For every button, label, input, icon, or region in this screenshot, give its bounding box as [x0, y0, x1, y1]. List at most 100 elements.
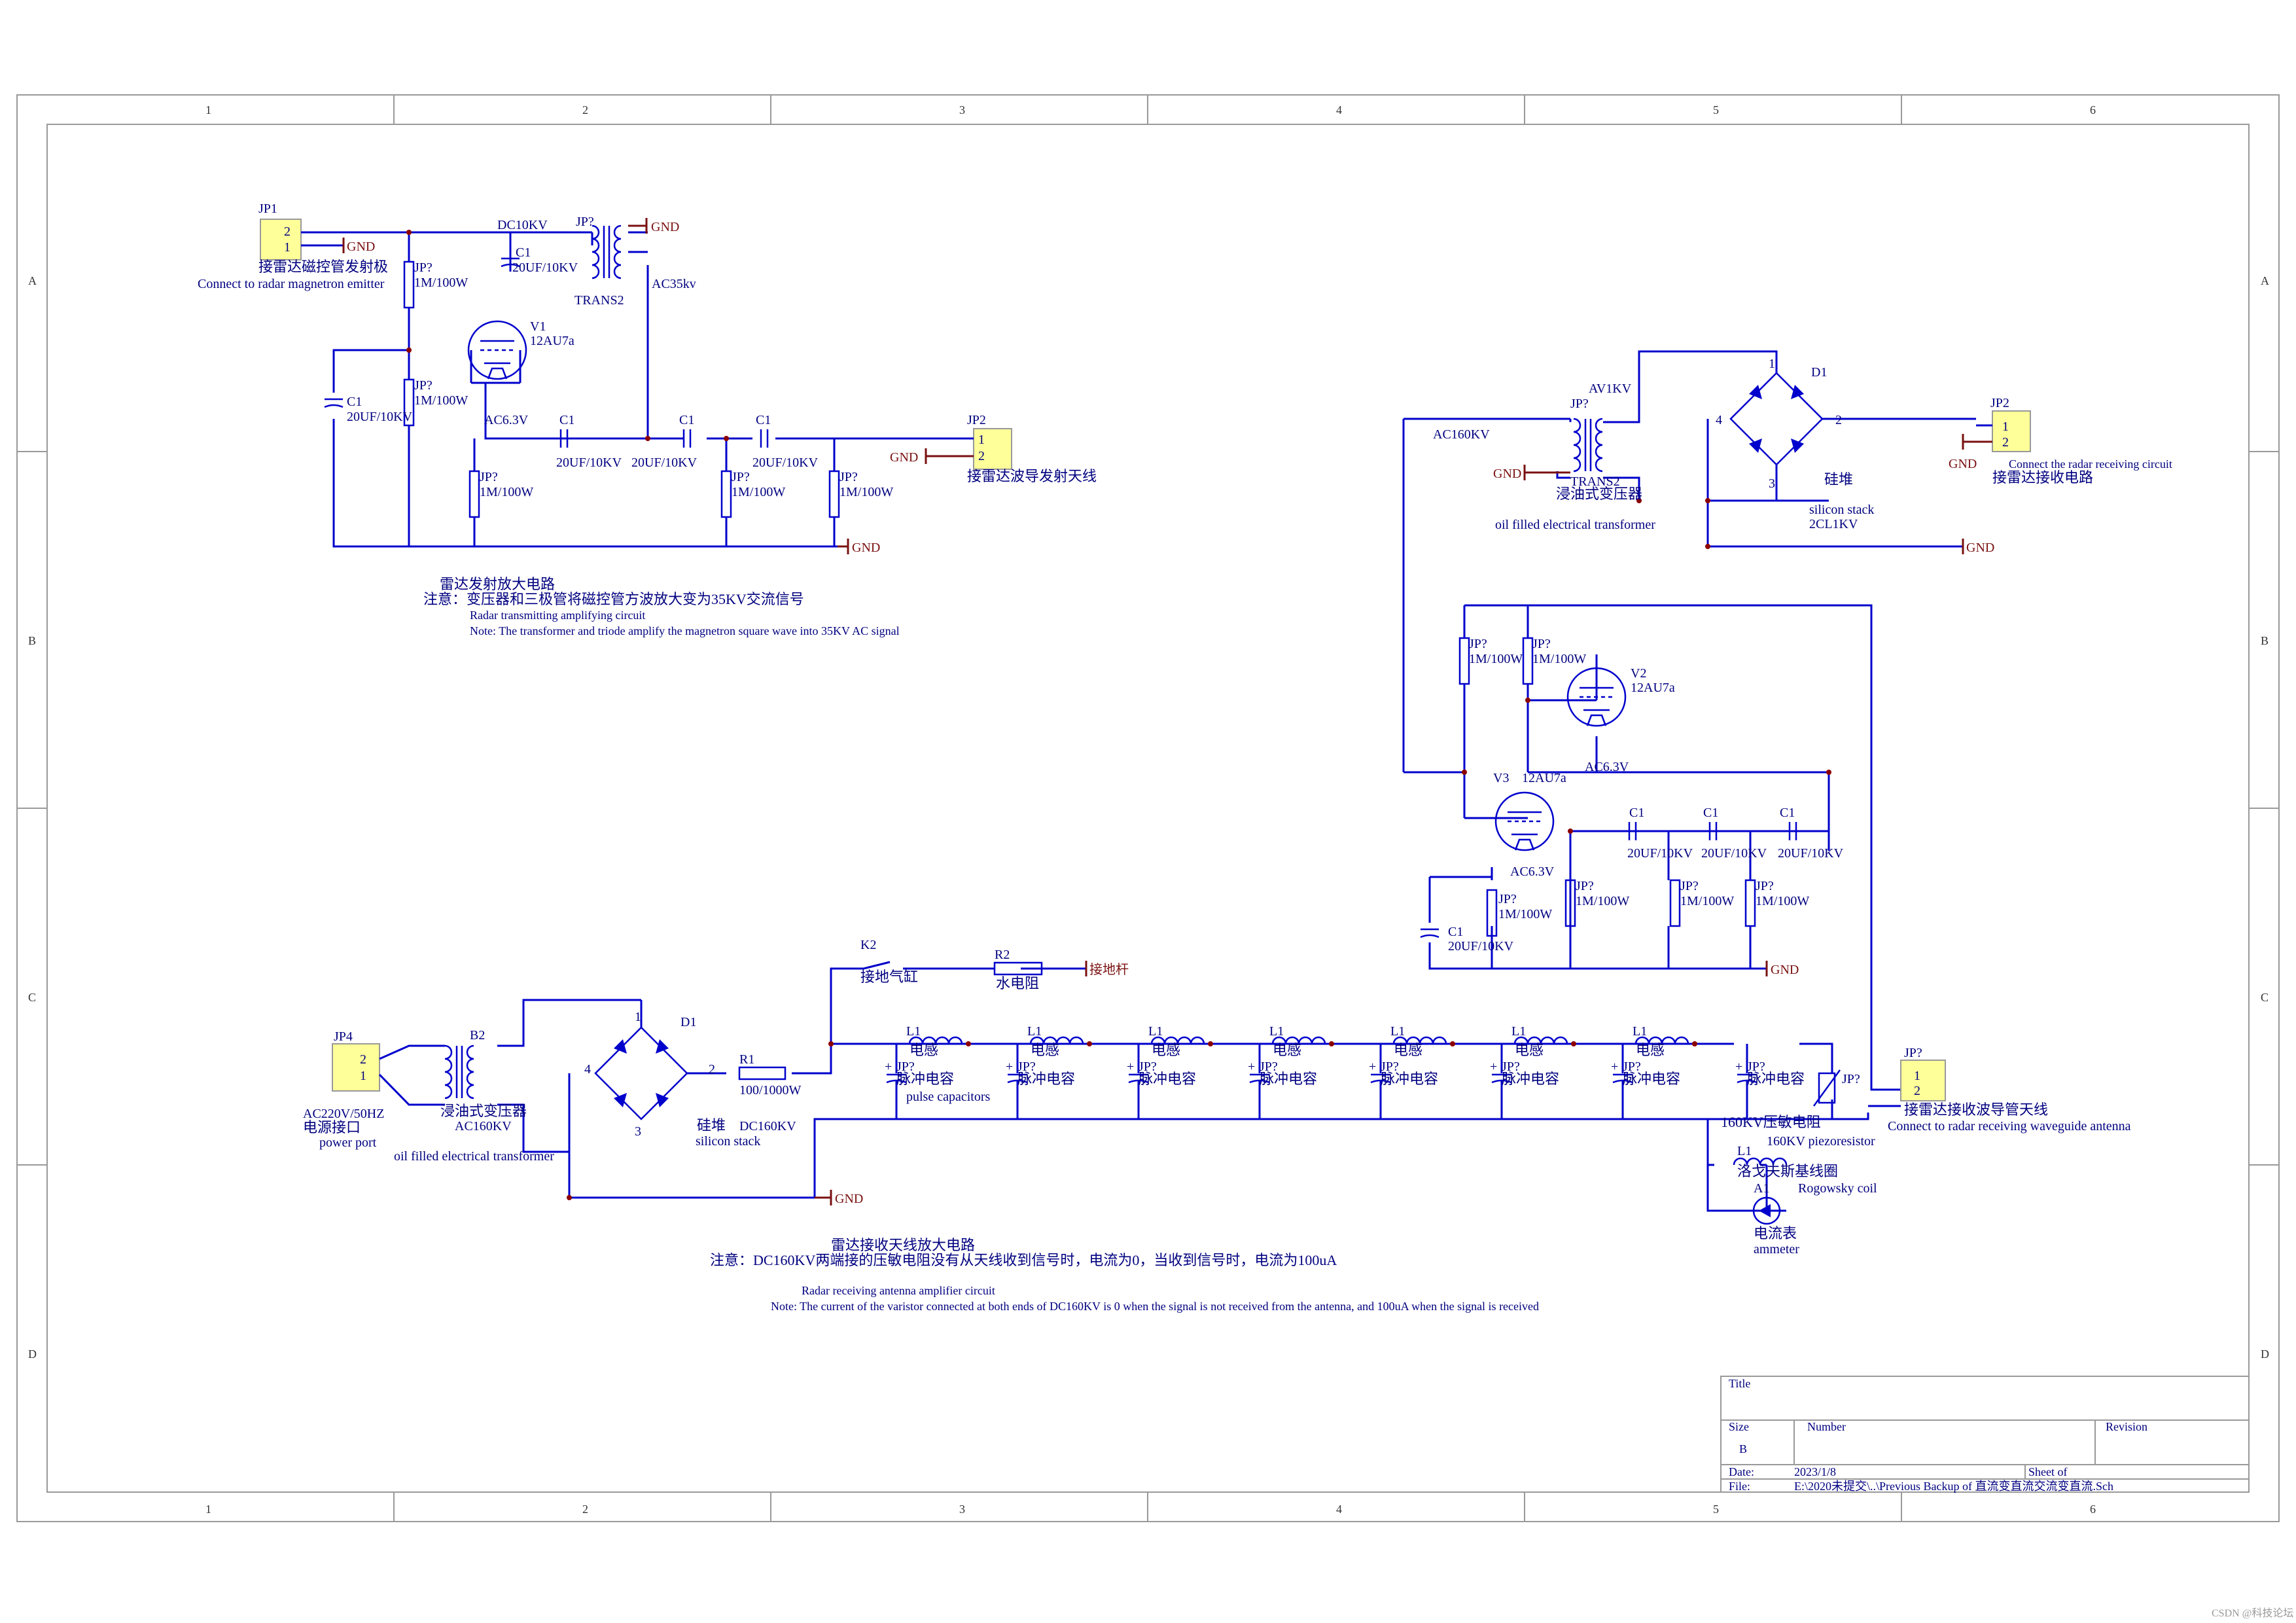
zone-row-c: C	[28, 991, 36, 1004]
jp2-label-cn: 接雷达波导发射天线	[967, 468, 1097, 484]
bottom-stack-cn: 硅堆	[697, 1117, 726, 1133]
inductor-label-cn: 电感	[1394, 1042, 1422, 1058]
pulse-cap-plus: +	[1735, 1060, 1742, 1074]
pulse-cap-ref: JP?	[1381, 1060, 1399, 1074]
tx-note-en: Note: The transformer and triode amplify…	[470, 624, 900, 637]
rx-trans-cn: 浸油式变压器	[1556, 486, 1642, 502]
tb-file-val: E:\2020未提交\..\Previous Backup of 直流变直流交流…	[1794, 1480, 2113, 1493]
tx-gnd-1: GND	[347, 240, 375, 254]
tb-revision: Revision	[2106, 1420, 2147, 1433]
tx-ac35: AC35kv	[652, 277, 696, 291]
b2-label-en: oil filled electrical transformer	[394, 1149, 554, 1164]
tx-r-b1-ref: JP?	[480, 470, 498, 484]
rx-title-en: Radar receiving antenna amplifier circui…	[802, 1284, 995, 1297]
rx-stack-en: silicon stack	[1809, 503, 1874, 517]
pulse-cap-ref: JP?	[896, 1060, 915, 1074]
pulse-cap-label-cn: 脉冲电容	[1381, 1071, 1438, 1087]
tx-ac63: AC6.3V	[484, 413, 529, 427]
pulse-capacitor-plate	[1737, 1079, 1757, 1084]
pulse-cap-plus: +	[1369, 1060, 1376, 1074]
zone-row-c-right: C	[2261, 991, 2269, 1004]
pulse-cap-ref: JP?	[1623, 1060, 1641, 1074]
bottom-pin3: 3	[635, 1124, 641, 1139]
rx-pin1: 1	[1769, 357, 1775, 371]
tx-r-top-val: 1M/100W	[414, 276, 468, 290]
amp2-v3-type: 12AU7a	[1522, 771, 1566, 785]
ammeter-arrow-icon	[1759, 1204, 1771, 1217]
jp2-connector[interactable]	[973, 428, 1012, 470]
amp2-rb0-val: 1M/100W	[1498, 907, 1552, 921]
inductor-label-cn: 电感	[1273, 1042, 1301, 1058]
ammeter-en: ammeter	[1754, 1242, 1799, 1257]
inductor-label-cn: 电感	[1152, 1042, 1180, 1058]
ammeter-a1[interactable]	[1752, 1196, 1781, 1225]
amp2-c3-val: 20UF/10KV	[1778, 846, 1844, 861]
piezoresistor[interactable]	[1818, 1072, 1836, 1104]
tx-gnd-4: GND	[890, 450, 918, 465]
amp2-c1-val: 20UF/10KV	[1627, 846, 1693, 861]
amp2-rb2-val: 1M/100W	[1680, 894, 1734, 908]
junction-dot	[1571, 1041, 1576, 1046]
rx-ac160: AC160KV	[1433, 427, 1490, 442]
k2-switch-blade[interactable]	[863, 961, 891, 970]
zone-row-a-right: A	[2261, 274, 2269, 287]
rog-ref: L1	[1737, 1144, 1752, 1158]
inductor-ref: L1	[1390, 1024, 1405, 1039]
pulse-cap-label-cn: 脉冲电容	[1139, 1071, 1196, 1087]
rx-jp2-label-en: Connect the radar receiving circuit	[2009, 457, 2172, 471]
amp2-r2-ref: JP?	[1532, 637, 1551, 651]
rx-gnd-1: GND	[1493, 467, 1521, 481]
bottom-d1-ref: D1	[680, 1015, 696, 1029]
tx-trans-name: TRANS2	[574, 293, 624, 308]
inductor-ref: L1	[1148, 1024, 1163, 1039]
pulse-capacitor-plate	[1370, 1079, 1391, 1084]
pulse-capacitor-plate	[1612, 1079, 1633, 1084]
rx-jp2-connector[interactable]	[1992, 410, 2031, 452]
amp2-r1-val: 1M/100W	[1469, 652, 1523, 666]
jp4-label-3: power port	[319, 1135, 377, 1150]
tx-c-left-ref: C1	[347, 395, 362, 409]
jp1-connector[interactable]	[260, 219, 302, 260]
pulse-cap-label-cn: 脉冲电容	[1502, 1071, 1559, 1087]
rx-d1-ref: D1	[1811, 365, 1827, 380]
jp4-connector[interactable]	[332, 1043, 380, 1092]
rx-trans-name: TRANS2	[1570, 474, 1620, 489]
ammeter-cn: 电流表	[1754, 1225, 1797, 1241]
receive-antenna-amplifier-circuit: JP4 2 1 AC220V/50HZ 电源接口 power port B2 浸…	[303, 938, 2131, 1313]
amp2-v3-ref: V3	[1493, 771, 1509, 785]
antenna-connector[interactable]	[1900, 1060, 1946, 1101]
jp2-ref: JP2	[967, 413, 986, 427]
inductor-label-cn: 电感	[910, 1042, 938, 1058]
bottom-pin4: 4	[584, 1062, 591, 1077]
antenna-label-en: Connect to radar receiving waveguide ant…	[1888, 1119, 2131, 1133]
amp2-v2-type: 12AU7a	[1631, 681, 1675, 695]
bottom-r1[interactable]	[738, 1066, 786, 1080]
bottom-r1-val: 100/1000W	[739, 1083, 802, 1097]
piezo-en: 160KV piezoresistor	[1767, 1134, 1875, 1149]
tx-title-en: Radar transmitting amplifying circuit	[470, 609, 645, 622]
pulse-capacitor-plate	[1007, 1079, 1028, 1084]
rx-title-cn: 雷达接收天线放大电路	[831, 1237, 975, 1253]
rx-pin4: 4	[1716, 413, 1722, 427]
amp2-gnd: GND	[1771, 963, 1799, 977]
bottom-r2[interactable]	[993, 961, 1043, 976]
rx-gnd-3: GND	[1949, 457, 1977, 471]
piezo-cn: 160KV压敏电阻	[1721, 1114, 1821, 1130]
r2-ref: R2	[995, 948, 1010, 962]
tx-r-mid-ref: JP?	[414, 378, 433, 393]
tx-r-b2-val: 1M/100W	[732, 485, 785, 499]
amp2-ac63a: AC6.3V	[1585, 760, 1629, 774]
jp2-pin1: 1	[978, 433, 985, 447]
pulse-cap-label-cn: 脉冲电容	[1017, 1071, 1075, 1087]
antenna-pin1: 1	[1914, 1069, 1920, 1083]
rx-pin3: 3	[1769, 476, 1775, 491]
jp1-pin2: 2	[284, 224, 291, 239]
rx-trans-val: AV1KV	[1589, 382, 1632, 396]
inductor-ref: L1	[1511, 1024, 1526, 1039]
amp2-rb3-ref: JP?	[1756, 879, 1774, 893]
pulse-cap-label-cn: 脉冲电容	[1260, 1071, 1317, 1087]
title-block: Title Size B Number Revision Date: 2023/…	[1720, 1376, 2250, 1493]
pulse-cap-plus: +	[1006, 1060, 1013, 1074]
zone-row-b: B	[28, 634, 36, 647]
zone-col-3: 3	[959, 103, 965, 116]
